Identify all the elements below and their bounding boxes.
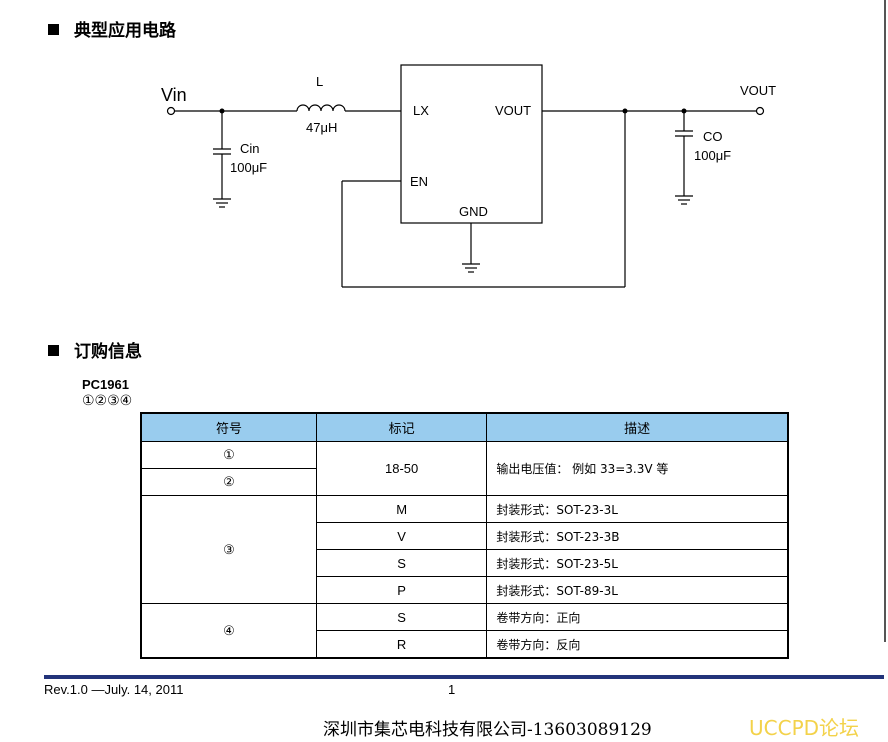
pin-vout: VOUT — [495, 103, 531, 118]
part-field-markers: ①②③④ — [82, 393, 133, 409]
footer-rule — [44, 675, 884, 679]
symbol-cell: ② — [140, 468, 317, 496]
symbol-cell: ① — [140, 441, 317, 469]
circuit-section-title: 典型应用电路 — [48, 16, 176, 41]
mark-cell: V — [315, 522, 488, 550]
mark-cell: 18-50 — [315, 441, 488, 496]
pin-en: EN — [410, 174, 428, 189]
inductor-value: 47μH — [306, 120, 337, 135]
page-number: 1 — [448, 682, 456, 697]
table-row: S 封装形式：SOT-23-5L — [141, 549, 789, 577]
pin-lx: LX — [413, 103, 429, 118]
vout-terminal — [755, 106, 765, 116]
cin-name: Cin — [240, 141, 260, 156]
circuit-title-text: 典型应用电路 — [74, 21, 176, 41]
ordering-section-title: 订购信息 — [48, 337, 142, 362]
mark-cell: S — [315, 603, 488, 631]
header-description: 描述 — [486, 412, 789, 442]
vin-terminal — [166, 106, 176, 116]
ic-box — [400, 64, 543, 224]
mark-cell: S — [315, 549, 488, 577]
description-cell: 封装形式：SOT-23-3B — [486, 522, 789, 550]
ordering-table: 符号 标记 描述 ① 18-50 输出电压值： 例如 33=3.3V 等 ② ③… — [140, 412, 789, 659]
revision-text: Rev.1.0 —July. 14, 2011 — [44, 682, 184, 697]
inductor-name: L — [316, 74, 323, 89]
ordering-title-text: 订购信息 — [74, 342, 142, 362]
vin-label: Vin — [161, 85, 187, 105]
table-row: P 封装形式：SOT-89-3L — [141, 576, 789, 604]
mark-cell: P — [315, 576, 488, 604]
watermark-text: UCCPD论坛 — [749, 716, 860, 740]
description-cell: 封装形式：SOT-23-3L — [486, 495, 789, 523]
mark-cell: R — [315, 630, 488, 659]
bullet-square-icon — [48, 345, 59, 356]
header-symbol: 符号 — [140, 412, 317, 442]
table-row: R 卷带方向：反向 — [141, 630, 789, 659]
cin-value: 100μF — [230, 160, 267, 175]
inductor-l — [296, 104, 346, 112]
page-edge — [884, 0, 886, 642]
description-cell: 卷带方向：反向 — [486, 630, 789, 659]
pin-gnd: GND — [459, 204, 488, 219]
vout-label: VOUT — [740, 83, 776, 98]
company-line: 深圳市集芯电科技有限公司-13603089129 — [323, 720, 652, 740]
typical-application-circuit: Vin L 47μH Cin 100μF LX VOUT EN GND VOUT… — [161, 64, 776, 288]
part-number: PC1961 — [82, 377, 129, 392]
table-row: ① 18-50 输出电压值： 例如 33=3.3V 等 — [140, 441, 789, 496]
symbol-cell: ④ — [140, 603, 317, 659]
table-row: ② — [140, 468, 788, 496]
co-name: CO — [703, 129, 723, 144]
table-row: ③ M 封装形式：SOT-23-3L — [140, 495, 789, 604]
table-row: ④ S 卷带方向：正向 — [140, 603, 789, 659]
description-cell: 封装形式：SOT-23-5L — [486, 549, 789, 577]
description-cell: 卷带方向：正向 — [486, 603, 789, 631]
table-row: V 封装形式：SOT-23-3B — [141, 522, 789, 550]
symbol-cell: ③ — [140, 495, 317, 604]
co-value: 100μF — [694, 148, 731, 163]
mark-cell: M — [315, 495, 488, 523]
header-mark: 标记 — [315, 412, 488, 442]
description-cell: 封装形式：SOT-89-3L — [486, 576, 789, 604]
bullet-square-icon — [48, 24, 59, 35]
description-cell: 输出电压值： 例如 33=3.3V 等 — [486, 441, 789, 496]
table-header-row: 符号 标记 描述 — [140, 412, 789, 442]
